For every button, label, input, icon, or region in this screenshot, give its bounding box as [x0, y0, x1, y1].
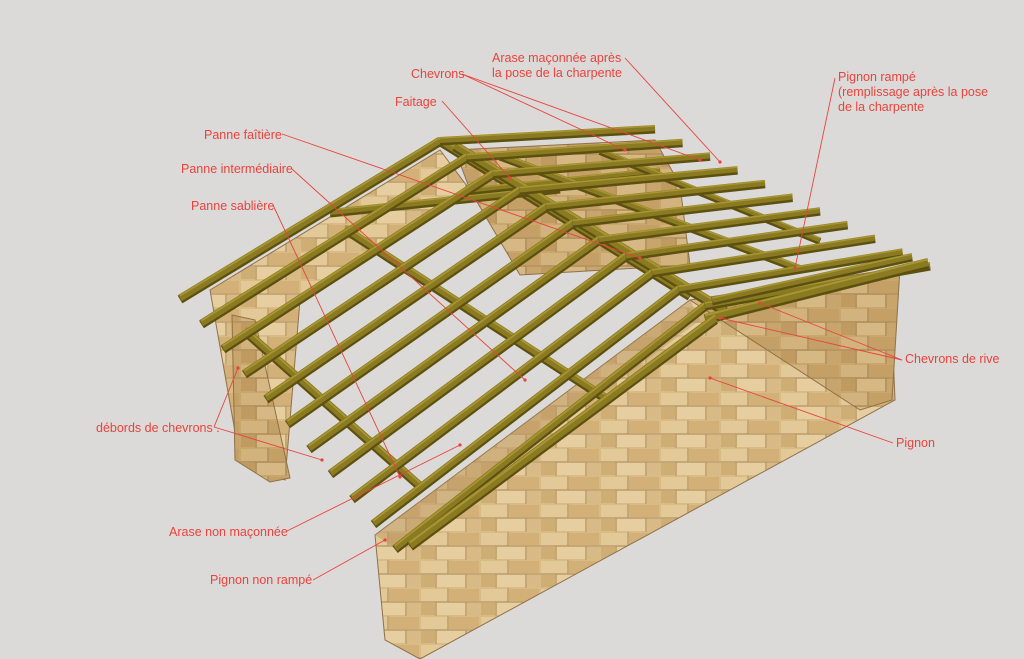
- chevron-front-1: [177, 136, 443, 304]
- leader-arase-non-maconnee-tip: [458, 443, 462, 447]
- label-pignon-non-rampe: Pignon non rampé: [210, 573, 313, 587]
- leader-panne-intermediaire-tip: [523, 378, 527, 382]
- label-pignon: Pignon: [896, 436, 935, 450]
- leader-pignon-rampe: [794, 77, 836, 269]
- front-wall-top-shadow: [375, 300, 700, 548]
- leader-pignon-rampe-tip: [793, 266, 797, 270]
- chevron-front-4: [242, 186, 522, 379]
- leader-chevrons-1: [461, 73, 626, 151]
- chevron-front-2: [199, 153, 469, 329]
- label-chevrons-de-rive: Chevrons de rive: [905, 352, 1000, 366]
- chevron-de-rive-1: [703, 258, 930, 325]
- leader-panne-faitiere-tip: [638, 256, 642, 260]
- leader-arase-maconnee: [624, 57, 721, 163]
- label-chevrons: Chevrons: [411, 67, 465, 81]
- leader-debords-2-tip: [320, 458, 324, 462]
- label-arase-non-maconnee: Arase non maçonnée: [169, 525, 288, 539]
- label-panne-sabliere: Panne sablière: [191, 199, 275, 213]
- leader-chevrons-2-tip: [698, 158, 702, 162]
- leader-lines: [213, 57, 903, 581]
- chevron-back-3: [492, 152, 711, 179]
- chevron-back-7: [598, 207, 821, 245]
- leader-debords-2: [213, 426, 323, 461]
- leader-chevrons-1-tip: [623, 148, 627, 152]
- chevron-front-10: [370, 285, 682, 529]
- leader-pignon-non-rampe: [312, 539, 386, 581]
- leader-chevrons-de-rive-2: [719, 317, 903, 361]
- chevron-back-5: [545, 179, 766, 212]
- leader-pignon-tip: [708, 376, 712, 380]
- chevron-back-4: [519, 166, 738, 195]
- leader-debords-1-tip: [236, 366, 240, 370]
- chevron-de-rive-2: [711, 253, 913, 306]
- leader-pignon-non-rampe-tip: [383, 538, 387, 542]
- label-panne-faitiere: Panne faîtière: [204, 128, 282, 142]
- chevron-back-8: [624, 220, 849, 261]
- chevron-front-11: [392, 301, 708, 554]
- leader-chevrons-de-rive-2-tip: [718, 316, 722, 320]
- leader-arase-maconnee-tip: [718, 160, 722, 164]
- leader-arase-non-maconnee: [286, 444, 461, 532]
- chevron-front-3: [220, 169, 496, 354]
- leader-panne-intermediaire: [291, 168, 526, 381]
- chevron-front-9: [349, 268, 655, 504]
- chevron-de-rive-front: [407, 314, 718, 551]
- chevron-front-6: [284, 219, 576, 429]
- label-panne-intermediaire: Panne intermédiaire: [181, 162, 293, 176]
- leader-panne-sabliere: [272, 204, 401, 478]
- leader-faitage: [441, 100, 511, 179]
- chevron-back-2: [466, 138, 683, 162]
- left-gable-side: [231, 314, 291, 483]
- leader-chevrons-de-rive-1-tip: [758, 301, 762, 305]
- chevron-front-5: [263, 202, 549, 404]
- chevron-back-6: [572, 193, 793, 228]
- chevron-back-10: [677, 248, 904, 294]
- roof-timbers: [177, 125, 931, 554]
- chevron-front-7: [306, 235, 602, 454]
- leader-panne-faitiere: [281, 133, 641, 259]
- leader-chevrons-de-rive-1: [759, 302, 903, 361]
- chevron-back-9: [651, 234, 876, 278]
- label-pignon-rampe: Pignon rampé (remplissage après la pose …: [838, 70, 989, 114]
- label-debords-de-chevrons: débords de chevrons .: [96, 421, 220, 435]
- leader-panne-sabliere-tip: [398, 475, 402, 479]
- chevron-back-1: [439, 125, 656, 146]
- leader-chevrons-2: [461, 73, 701, 161]
- leader-debords-1: [213, 367, 239, 428]
- leader-faitage-tip: [508, 176, 512, 180]
- leader-pignon: [709, 377, 894, 444]
- label-faitage: Faitage: [395, 95, 437, 109]
- label-arase-maconnee: Arase maçonnée après la pose de la charp…: [492, 51, 622, 80]
